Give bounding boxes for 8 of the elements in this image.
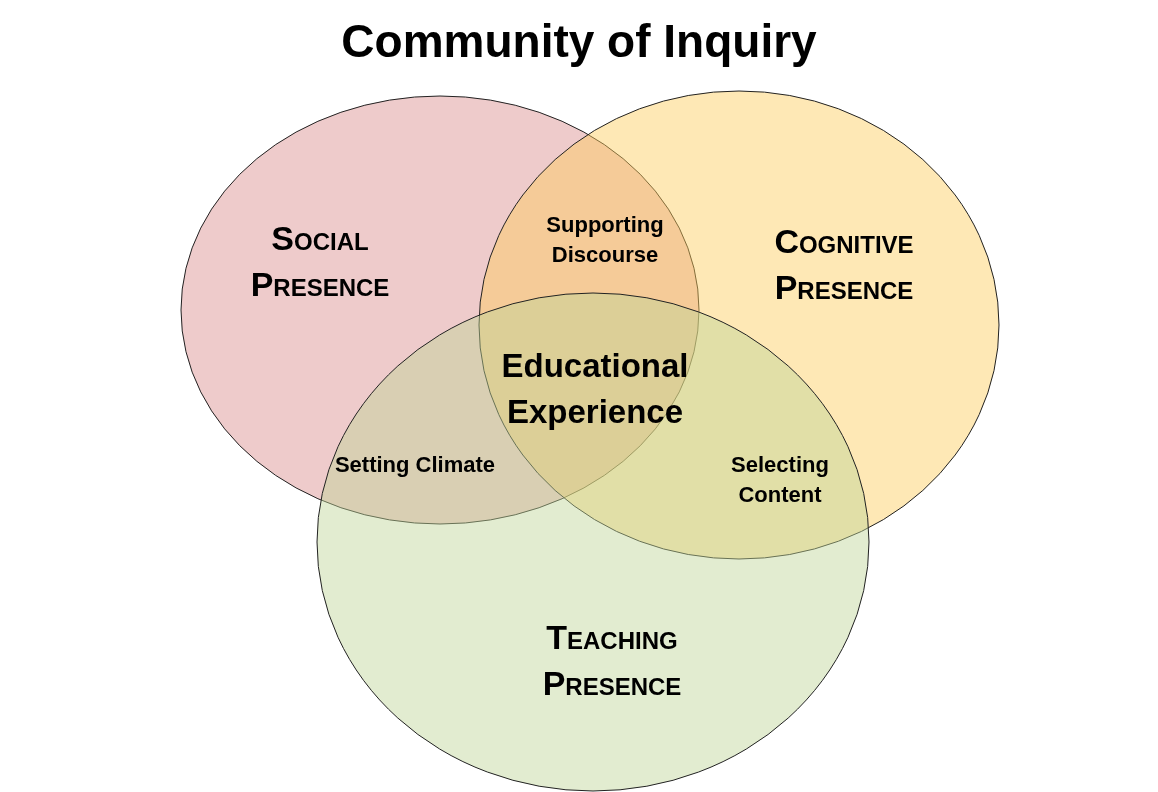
diagram-title: Community of Inquiry (340, 14, 818, 68)
overlap-label: Supporting Discourse (545, 211, 665, 269)
overlap-label: Setting Climate (333, 451, 497, 479)
circle-label: Social Presence (249, 218, 391, 305)
circle-label: Teaching Presence (541, 617, 683, 704)
circle-label: Cognitive Presence (773, 221, 915, 308)
overlap-label: Educational Experience (500, 346, 690, 432)
overlap-label: Selecting Content (730, 451, 830, 509)
